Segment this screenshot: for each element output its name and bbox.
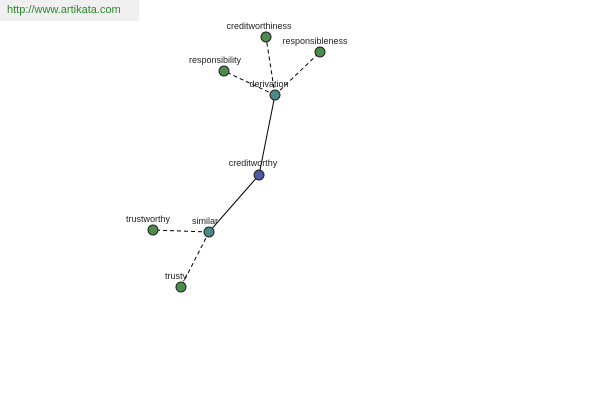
node-derivation[interactable]: [269, 89, 281, 101]
edge-derivation-responsibleness: [274, 51, 321, 96]
node-label-responsibleness[interactable]: responsibleness: [282, 36, 348, 46]
node-trustworthy[interactable]: [147, 224, 159, 236]
node-label-responsibility[interactable]: responsibility: [189, 55, 242, 65]
edge-similar-trustworthy: [152, 229, 210, 233]
node-label-similar[interactable]: similar: [192, 216, 218, 226]
node-similar[interactable]: [203, 226, 215, 238]
node-label-creditworthy[interactable]: creditworthy: [229, 158, 278, 168]
edge-derivation-creditworthiness: [265, 36, 276, 96]
graph-labels: creditworthy derivation similar creditworth…: [126, 21, 348, 281]
node-trusty[interactable]: [175, 281, 187, 293]
edge-derivation-responsibility: [223, 70, 276, 96]
node-label-derivation[interactable]: derivation: [249, 79, 288, 89]
node-label-trustworthy[interactable]: trustworthy: [126, 214, 171, 224]
edge-creditworthy-similar: [208, 174, 260, 233]
edge-creditworthy-derivation: [258, 94, 276, 176]
graph-nodes: [147, 31, 326, 293]
node-creditworthiness[interactable]: [260, 31, 272, 43]
node-responsibility[interactable]: [218, 65, 230, 77]
graph-edges: [152, 36, 321, 288]
source-url[interactable]: http://www.artikata.com: [0, 0, 139, 21]
node-creditworthy[interactable]: [253, 169, 265, 181]
node-responsibleness[interactable]: [314, 46, 326, 58]
node-label-creditworthiness[interactable]: creditworthiness: [226, 21, 292, 31]
node-label-trusty[interactable]: trusty: [165, 271, 188, 281]
edge-similar-trusty: [180, 231, 210, 288]
